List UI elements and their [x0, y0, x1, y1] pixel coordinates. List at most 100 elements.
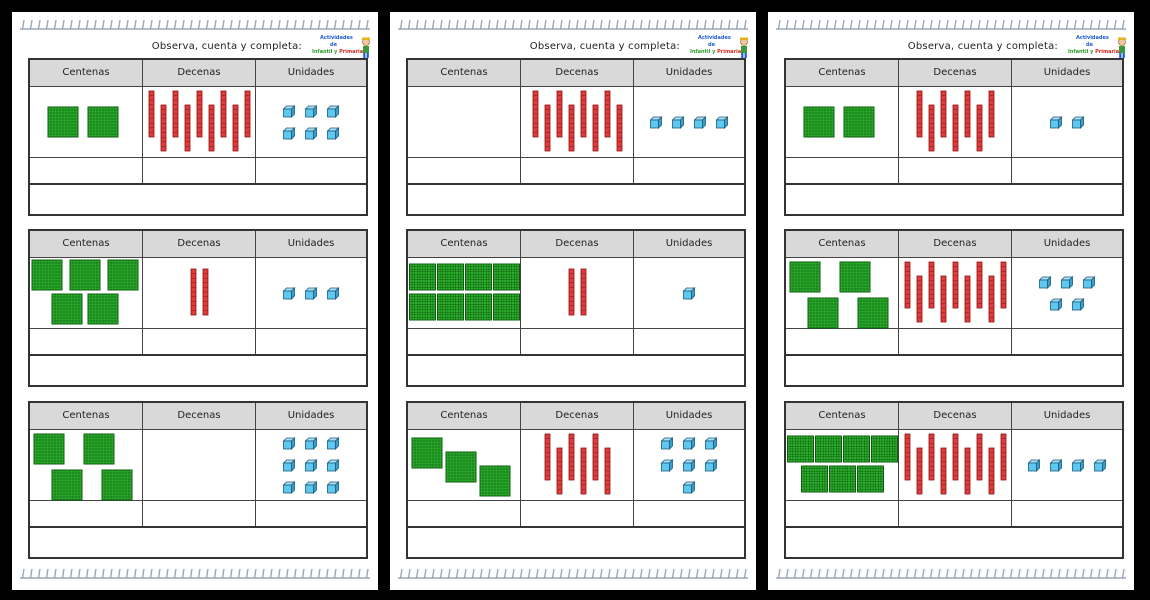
hundred-flat-icon [787, 435, 814, 463]
unit-cube-icon [1038, 276, 1052, 289]
number-answer-field[interactable] [28, 356, 368, 387]
number-answer-field[interactable] [28, 185, 368, 216]
tens-answer-field[interactable] [521, 329, 634, 354]
units-picture-cell [634, 258, 744, 329]
unit-cube-icon [1027, 459, 1041, 472]
spiral-binding-icon [20, 568, 370, 579]
hundred-flat-icon [803, 106, 835, 138]
hundreds-answer-field[interactable] [408, 501, 521, 526]
hundreds-answer-field[interactable] [786, 158, 899, 183]
tens-picture-cell [521, 87, 634, 158]
ten-rod-icon [928, 104, 935, 152]
column-header-unidades: Unidades [1012, 231, 1122, 258]
hundred-flat-icon [843, 435, 870, 463]
hundred-flat-icon [69, 259, 101, 291]
unit-cube-icon [704, 459, 718, 472]
units-answer-field[interactable] [256, 329, 366, 354]
tens-answer-field[interactable] [521, 158, 634, 183]
unit-cube-icon [326, 127, 340, 140]
tens-answer-field[interactable] [899, 158, 1012, 183]
number-answer-field[interactable] [784, 185, 1124, 216]
hundred-flat-icon [409, 263, 436, 291]
hundreds-picture-cell [30, 258, 143, 329]
column-header-decenas: Decenas [521, 231, 634, 258]
number-answer-field[interactable] [784, 356, 1124, 387]
hundreds-answer-field[interactable] [30, 329, 143, 354]
column-header-unidades: Unidades [256, 60, 366, 87]
number-answer-field[interactable] [28, 528, 368, 559]
hundred-flat-icon [465, 293, 492, 321]
tens-answer-field[interactable] [521, 501, 634, 526]
ten-rod-icon [604, 447, 611, 495]
hundred-flat-icon [409, 293, 436, 321]
tens-answer-field[interactable] [143, 158, 256, 183]
ten-rod-icon [604, 90, 611, 138]
number-answer-field[interactable] [406, 356, 746, 387]
column-header-decenas: Decenas [899, 231, 1012, 258]
tens-answer-field[interactable] [143, 501, 256, 526]
ten-rod-icon [580, 268, 587, 316]
hundreds-answer-field[interactable] [408, 329, 521, 354]
ten-rod-icon [568, 433, 575, 481]
hundreds-answer-field[interactable] [30, 501, 143, 526]
tens-answer-field[interactable] [143, 329, 256, 354]
number-answer-field[interactable] [406, 528, 746, 559]
unit-cube-icon [671, 116, 685, 129]
hundred-flat-icon [51, 469, 83, 501]
ten-rod-icon [940, 275, 947, 323]
ten-rod-icon [244, 90, 251, 138]
units-picture-cell [256, 87, 366, 158]
unit-cube-icon [282, 127, 296, 140]
unit-cube-icon [660, 437, 674, 450]
units-answer-field[interactable] [634, 501, 744, 526]
units-answer-field[interactable] [1012, 158, 1122, 183]
tens-picture-cell [143, 87, 256, 158]
ten-rod-icon [544, 104, 551, 152]
hundreds-answer-field[interactable] [408, 158, 521, 183]
column-header-decenas: Decenas [143, 60, 256, 87]
hundred-flat-icon [493, 263, 520, 291]
ten-rod-icon [190, 268, 197, 316]
units-answer-field[interactable] [256, 158, 366, 183]
hundred-flat-icon [839, 261, 871, 293]
hundreds-answer-field[interactable] [786, 329, 899, 354]
units-answer-field[interactable] [256, 501, 366, 526]
tens-picture-cell [899, 430, 1012, 501]
column-header-centenas: Centenas [786, 60, 899, 87]
unit-cube-icon [326, 287, 340, 300]
unit-cube-icon [1049, 459, 1063, 472]
units-answer-field[interactable] [634, 329, 744, 354]
hundreds-picture-cell [408, 430, 521, 501]
column-header-unidades: Unidades [634, 231, 744, 258]
tens-answer-field[interactable] [899, 501, 1012, 526]
number-answer-field[interactable] [784, 528, 1124, 559]
unit-cube-icon [282, 287, 296, 300]
hundreds-answer-field[interactable] [786, 501, 899, 526]
number-answer-field[interactable] [406, 185, 746, 216]
column-header-decenas: Decenas [899, 60, 1012, 87]
tens-picture-cell [143, 430, 256, 501]
ten-rod-icon [952, 104, 959, 152]
units-picture-cell [256, 430, 366, 501]
hundreds-answer-field[interactable] [30, 158, 143, 183]
hundred-flat-icon [815, 435, 842, 463]
ten-rod-icon [976, 104, 983, 152]
ten-rod-icon [916, 90, 923, 138]
tens-picture-cell [521, 258, 634, 329]
hundreds-picture-cell [786, 430, 899, 501]
unit-cube-icon [1071, 116, 1085, 129]
tens-answer-field[interactable] [899, 329, 1012, 354]
units-answer-field[interactable] [634, 158, 744, 183]
instruction-title: Observa, cuenta y completa: [529, 41, 680, 52]
unit-cube-icon [1071, 298, 1085, 311]
units-answer-field[interactable] [1012, 329, 1122, 354]
column-header-centenas: Centenas [30, 231, 143, 258]
units-answer-field[interactable] [1012, 501, 1122, 526]
logo-line-1: Actividades [1076, 35, 1109, 41]
ten-rod-icon [928, 261, 935, 309]
